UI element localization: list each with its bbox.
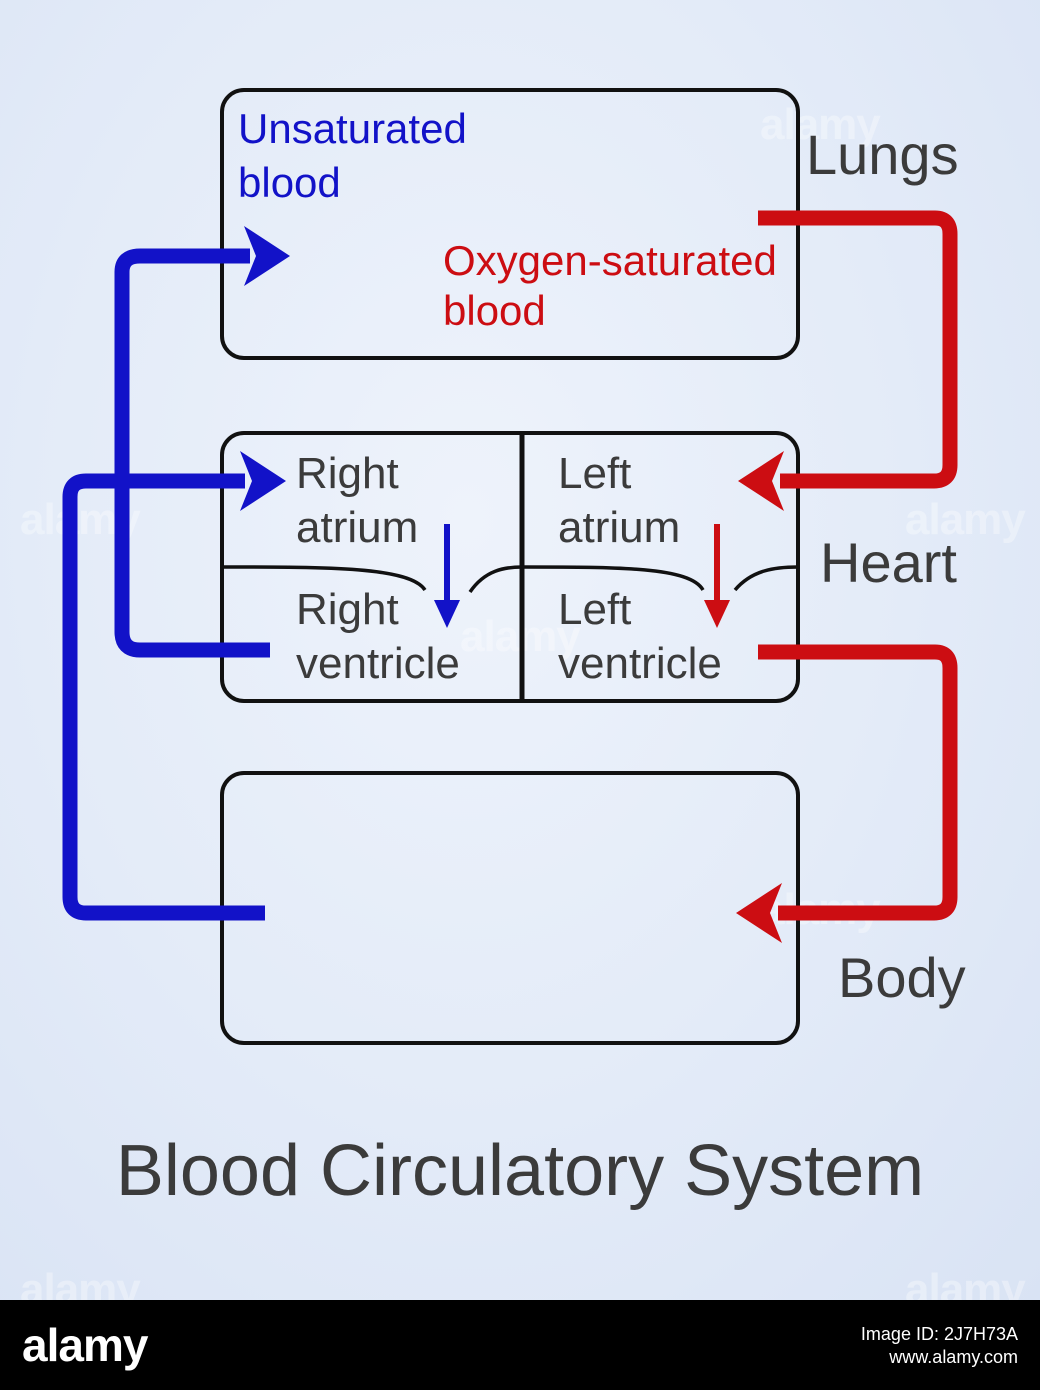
left-valve-curve-2 [733, 565, 799, 592]
right-ventricle-label-line2: ventricle [296, 639, 460, 688]
image-id: Image ID: 2J7H73A [860, 1324, 1018, 1344]
right-valve-curve [221, 565, 427, 592]
blue-path-to-lungs [114, 248, 270, 658]
watermark: alamy [760, 100, 881, 149]
site-url: www.alamy.com [889, 1346, 1018, 1367]
right-atrium-label-line2: atrium [296, 503, 419, 552]
diagram-title: Blood Circulatory System [115, 1131, 925, 1211]
body-label: Body [838, 946, 966, 1009]
right-valve-curve-2 [468, 565, 523, 594]
body-box [220, 771, 800, 1045]
right-ventricle-label-line1: Right [296, 585, 399, 634]
left-ventricle-label-line1: Left [558, 585, 632, 634]
oxygenated-label-line1: Oxygen-saturated [443, 237, 777, 284]
unsaturated-label-line2: blood [238, 159, 341, 206]
blue-path-from-body [62, 473, 265, 921]
unsaturated-label-line1: Unsaturated [238, 105, 467, 152]
right-atrium-label-line1: Right [296, 449, 399, 498]
circulation-svg [62, 88, 958, 1045]
footer-image-info: Image ID: 2J7H73A www.alamy.com [861, 1323, 1018, 1368]
left-valve-curve [521, 565, 705, 592]
right-internal-arrowhead [434, 600, 460, 628]
heart-label: Heart [820, 531, 957, 594]
red-path-to-body [758, 644, 958, 921]
watermark: alamy [905, 495, 1026, 544]
red-arrowhead-atrium [738, 451, 784, 511]
red-arrowhead-body [736, 883, 782, 943]
blue-arrowhead-atrium [240, 451, 286, 511]
left-atrium-label-line1: Left [558, 449, 632, 498]
left-ventricle-label-line2: ventricle [558, 639, 722, 688]
alamy-logo: alamy [22, 1319, 148, 1371]
footer-bar: alamy Image ID: 2J7H73A www.alamy.com [0, 1300, 1040, 1390]
oxygenated-label-line2: blood [443, 287, 546, 334]
lungs-label: Lungs [806, 123, 959, 186]
left-internal-arrowhead [704, 600, 730, 628]
red-path-to-heart [758, 210, 958, 489]
blue-arrowhead-lungs [244, 226, 290, 286]
diagram-canvas: alamy alamy alamy alamy alamy alamy alam… [0, 0, 1040, 1314]
left-atrium-label-line2: atrium [558, 503, 681, 552]
